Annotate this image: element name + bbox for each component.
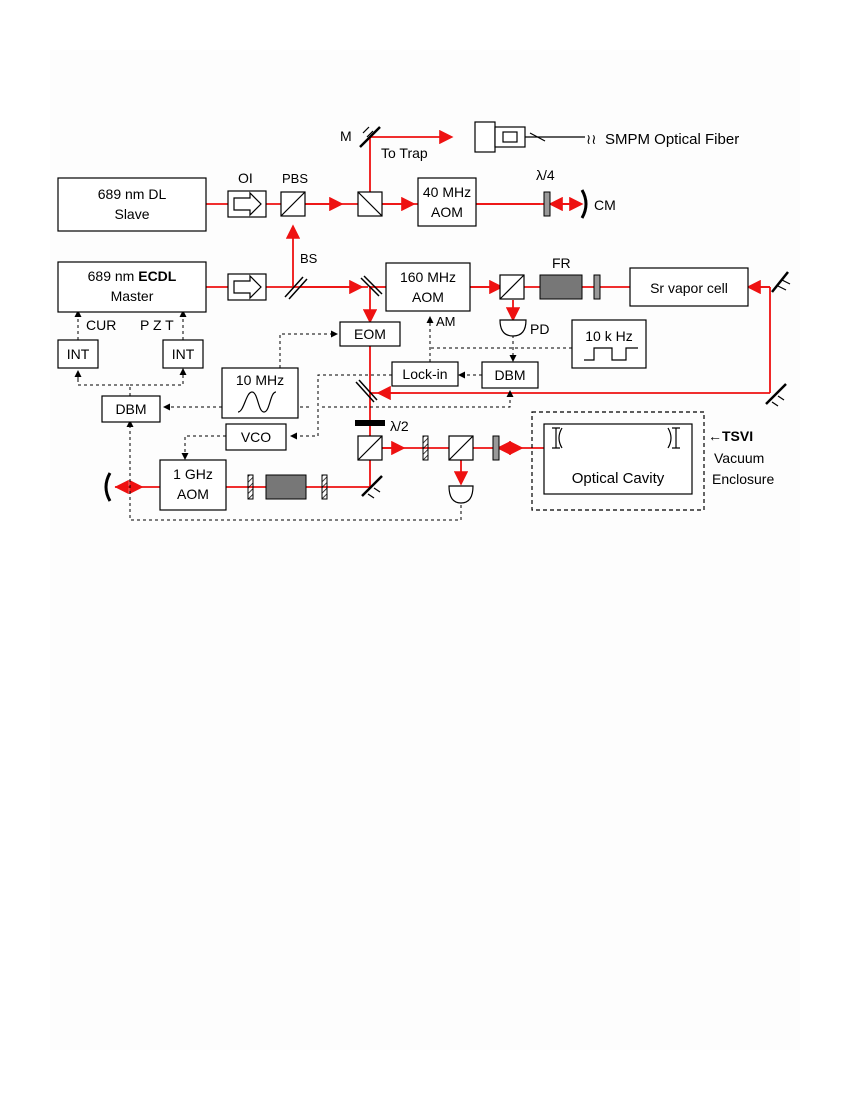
int2-label: INT	[172, 346, 195, 362]
sr-vapor-cell: Sr vapor cell	[629, 267, 749, 307]
pbs-lower-right	[448, 435, 474, 461]
fiber-label: SMPM Optical Fiber	[605, 131, 739, 148]
am-label: AM	[436, 314, 456, 329]
fr-label: FR	[552, 255, 571, 271]
mirror-m: M To Trap	[340, 126, 428, 161]
half-wave-plate: λ/2	[355, 418, 409, 434]
waveplate-lower-2	[492, 435, 500, 461]
aom40-line2: AOM	[431, 204, 463, 220]
master-line2: Master	[111, 288, 154, 304]
cm-label: CM	[594, 197, 616, 213]
faraday-rotator: FR	[539, 255, 583, 300]
aom160-line2: AOM	[412, 289, 444, 305]
waveplate-aom1g-2	[321, 474, 328, 500]
dbm2-label: DBM	[494, 367, 525, 383]
aom1g-line2: AOM	[177, 486, 209, 502]
pzt-label: P Z T	[140, 317, 174, 333]
dbm-box-left: DBM	[101, 395, 161, 423]
oi-label: OI	[238, 170, 253, 186]
signal-lines	[74, 310, 572, 521]
mirror-m-label: M	[340, 128, 352, 144]
pbs-to-trap	[357, 191, 383, 217]
fiber-coupler: ≀≀ SMPM Optical Fiber	[474, 121, 739, 153]
waveplate-sr-arm	[593, 274, 601, 300]
osc10m-label: 10 MHz	[236, 372, 284, 388]
aom-40mhz: 40 MHz AOM	[417, 177, 477, 227]
bs-label: BS	[300, 251, 318, 266]
lambda4-label: λ/4	[536, 167, 555, 183]
vco-box: VCO	[225, 423, 287, 451]
pickoff-mirror-2	[355, 379, 378, 403]
eom-box: EOM	[339, 321, 401, 347]
pickoff-mirror-1	[360, 275, 383, 297]
vco-label: VCO	[241, 429, 271, 445]
waveplate-lower-1	[422, 435, 429, 461]
aom160-line1: 160 MHz	[400, 269, 456, 285]
optical-isolator-top: OI	[227, 170, 267, 218]
tsvi-label-1: ←TSVI	[708, 428, 753, 444]
dbm1-label: DBM	[115, 401, 146, 417]
waveplate-aom1g-1	[247, 474, 254, 500]
master-ecdl-box: 689 nm ECDL Master	[57, 261, 207, 313]
aom-160mhz: 160 MHz AOM	[385, 262, 471, 312]
int1-label: INT	[67, 346, 90, 362]
lockin-label: Lock-in	[402, 366, 447, 382]
mirror-right-top	[771, 271, 791, 293]
int-box-1: INT	[57, 339, 99, 369]
photodetector-bottom	[448, 485, 474, 504]
optical-isolator-master	[227, 273, 267, 301]
pbs-top: PBS	[280, 171, 308, 217]
tsvi-label-3: Enclosure	[712, 471, 774, 487]
curved-mirror-cm: CM	[580, 189, 616, 219]
tsvi-label-2: Vacuum	[714, 450, 764, 466]
cur-label: CUR	[86, 317, 116, 333]
tsvi-vacuum-enclosure: Optical Cavity ←TSVI Vacuum Enclosure	[531, 411, 774, 511]
dbm-box-right: DBM	[481, 361, 539, 389]
pbs-sr-arm	[499, 274, 525, 300]
slave-laser-box: 689 nm DL Slave	[57, 177, 207, 232]
pbs-lower-left	[357, 435, 383, 461]
mod10k-label: 10 k Hz	[585, 328, 632, 344]
isolator-block-lower	[265, 474, 307, 500]
curved-mirror-left	[104, 472, 112, 502]
pbs-label: PBS	[282, 171, 308, 186]
optical-cavity-label: Optical Cavity	[572, 470, 665, 487]
osc-10mhz-box: 10 MHz	[221, 367, 299, 419]
pd-label: PD	[530, 321, 549, 337]
aom1g-line1: 1 GHz	[173, 466, 213, 482]
quarter-wave-plate: λ/4	[536, 167, 555, 217]
aom-1ghz: 1 GHz AOM	[159, 459, 227, 511]
lambda2-label: λ/2	[390, 418, 409, 434]
lockin-box: Lock-in	[391, 361, 459, 387]
mod-10khz-box: 10 k Hz	[571, 319, 647, 369]
mirror-right-bottom	[765, 383, 787, 407]
to-trap-label: To Trap	[381, 145, 428, 161]
slave-line2: Slave	[114, 206, 149, 222]
fiber-squiggle: ≀≀	[586, 131, 597, 147]
mirror-lower-vertical	[361, 475, 383, 499]
beam-splitter-bs: BS	[284, 251, 318, 300]
slave-line1: 689 nm DL	[98, 186, 167, 202]
aom40-line1: 40 MHz	[423, 184, 471, 200]
master-line1: 689 nm ECDL	[88, 268, 177, 284]
int-box-2: INT	[162, 339, 204, 369]
photodetector-pd: PD	[499, 319, 549, 337]
eom-label: EOM	[354, 326, 386, 342]
sr-cell-label: Sr vapor cell	[650, 280, 728, 296]
